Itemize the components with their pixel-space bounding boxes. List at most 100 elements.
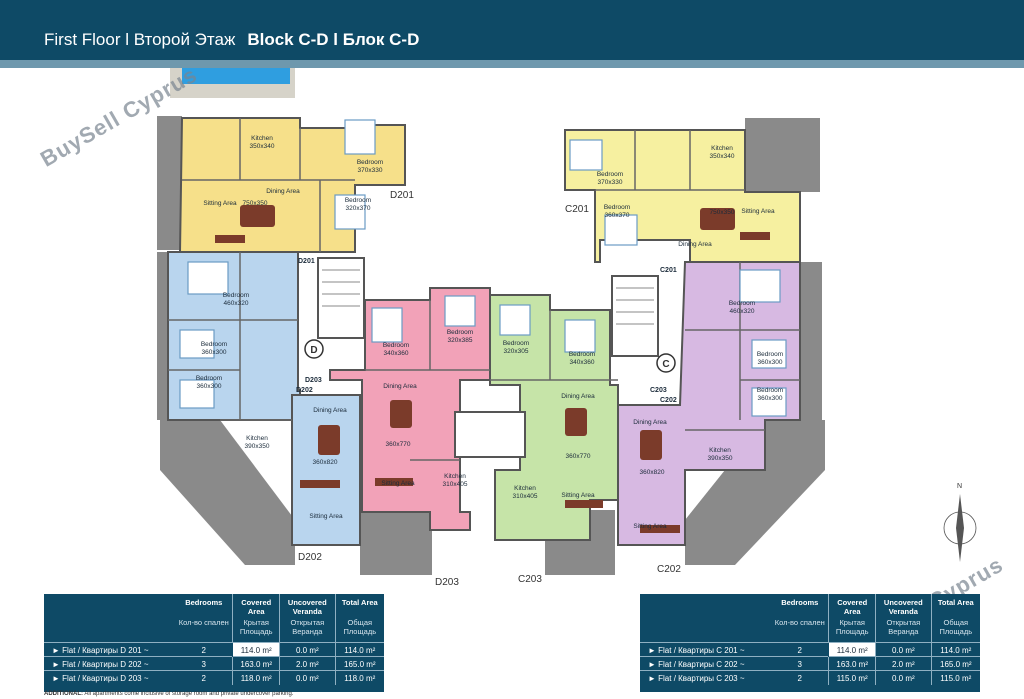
room-label: Kitchen — [246, 435, 268, 442]
room-label: Bedroom — [383, 342, 409, 349]
partitions — [168, 118, 800, 461]
room-size: 360x770 — [386, 441, 411, 448]
room-size: 360x300 — [758, 359, 783, 366]
room-size: 360x770 — [566, 453, 591, 460]
entrance-c202: C202 — [660, 397, 677, 404]
veranda-d203 — [360, 510, 432, 575]
flat-identifiers: D201 D202 D203 C201 C203 C202 — [298, 190, 681, 588]
veranda-c201-top — [745, 118, 820, 192]
col-uncovered: Uncovered Veranda — [875, 594, 932, 616]
row-uncovered: 2.0 m² — [279, 656, 336, 671]
flat-id-c201: C201 — [565, 204, 589, 215]
row-total: 114.0 m² — [334, 642, 384, 657]
room-label: Sitting Area — [203, 200, 237, 207]
room-size: 460x320 — [730, 308, 755, 315]
entrance-c201: C201 — [660, 267, 677, 274]
flat-id-c202: C202 — [657, 564, 681, 575]
room-label: Kitchen — [709, 447, 731, 454]
table-row: ► Flat / Квартиры C 201 ~ 2 114.0 m² 0.0… — [640, 642, 980, 657]
room-label: Bedroom — [757, 351, 783, 358]
area-table-block-d: Bedrooms Covered Area Uncovered Veranda … — [44, 594, 384, 692]
row-uncovered: 0.0 m² — [875, 670, 932, 685]
col-total-ru: Общая Площадь — [334, 616, 384, 643]
stair-treads — [322, 269, 654, 325]
row-bedrooms: 2 — [771, 670, 829, 685]
room-label: Bedroom — [196, 375, 222, 382]
block-title: Block C-D l Блок C-D — [247, 30, 420, 49]
room-label: Dining Area — [383, 383, 417, 390]
room-size: 360x370 — [605, 212, 630, 219]
col-total: Total Area — [334, 594, 384, 616]
row-total: 115.0 m² — [930, 670, 980, 685]
row-label: ► Flat / Квартиры C 201 ~ — [640, 642, 772, 657]
room-label: Sitting Area — [561, 492, 595, 499]
stair-core-d — [317, 257, 365, 339]
room-label: Bedroom — [223, 292, 249, 299]
col-uncovered-ru: Открытая Веранда — [279, 616, 336, 643]
footnote-label: ADDITIONAL: — [44, 691, 83, 697]
row-bedrooms: 2 — [771, 642, 829, 657]
entrance-d202: D202 — [296, 387, 313, 394]
table-row: ► Flat / Квартиры D 202 ~ 3 163.0 m² 2.0… — [44, 656, 384, 671]
col-bedrooms-ru: Кол-во спален — [178, 618, 229, 627]
flat-c202 — [617, 261, 801, 546]
room-label: Dining Area — [313, 407, 347, 414]
room-size: 320x385 — [448, 337, 473, 344]
flat-id-d201: D201 — [390, 190, 414, 201]
col-bedrooms: Bedrooms — [781, 598, 819, 607]
col-total: Total Area — [930, 594, 980, 616]
room-size: 310x405 — [443, 481, 468, 488]
table-row: ► Flat / Квартиры C 203 ~ 2 115.0 m² 0.0… — [640, 670, 980, 685]
room-size: 350x340 — [710, 153, 735, 160]
veranda-c-right — [800, 262, 822, 420]
col-covered-ru: Крытая Площадь — [828, 616, 876, 643]
room-label: Bedroom — [201, 341, 227, 348]
room-label: Bedroom — [757, 387, 783, 394]
room-label: Bedroom — [447, 329, 473, 336]
entrance-d203: D203 — [305, 377, 322, 384]
header-strip — [0, 60, 1024, 68]
header-bar — [0, 0, 1024, 60]
room-label: Dining Area — [561, 393, 595, 400]
page-title: First Floor l Второй Этаж Block C-D l Бло… — [44, 30, 419, 50]
room-size: 340x360 — [570, 359, 595, 366]
flat-id-d202: D202 — [298, 552, 322, 563]
row-bedrooms: 3 — [771, 656, 829, 671]
room-label: Sitting Area — [309, 513, 343, 520]
room-label: Bedroom — [345, 197, 371, 204]
room-label: Bedroom — [597, 171, 623, 178]
row-label: ► Flat / Квартиры D 201 ~ — [44, 642, 176, 657]
room-size: 310x405 — [513, 493, 538, 500]
north-label: N — [957, 483, 962, 490]
veranda-d-left — [157, 252, 168, 420]
room-size: 460x320 — [224, 300, 249, 307]
row-covered: 114.0 m² — [232, 642, 280, 657]
room-size: 360x820 — [640, 469, 665, 476]
pool — [182, 68, 290, 84]
room-size: 750x350 — [710, 209, 735, 216]
room-size: 340x360 — [384, 350, 409, 357]
table-row: ► Flat / Квартиры D 201 ~ 2 114.0 m² 0.0… — [44, 642, 384, 657]
col-covered-ru: Крытая Площадь — [232, 616, 280, 643]
room-label: Kitchen — [251, 135, 273, 142]
stair-letter-d: D — [310, 345, 317, 356]
room-size: 370x330 — [598, 179, 623, 186]
flat-d202-living — [291, 394, 361, 546]
room-size: 350x340 — [250, 143, 275, 150]
row-label: ► Flat / Квартиры D 202 ~ — [44, 656, 176, 671]
row-label: ► Flat / Квартиры C 203 ~ — [640, 670, 772, 685]
room-size: 320x305 — [504, 348, 529, 355]
col-bedrooms-ru: Кол-во спален — [774, 618, 825, 627]
room-label: Sitting Area — [741, 208, 775, 215]
footnote: ADDITIONAL: All apartments come inclusiv… — [44, 691, 293, 697]
room-size: 320x370 — [346, 205, 371, 212]
row-bedrooms: 2 — [175, 670, 233, 685]
floor-title: First Floor l Второй Этаж — [44, 30, 236, 49]
row-uncovered: 2.0 m² — [875, 656, 932, 671]
room-label: Dining Area — [266, 188, 300, 195]
veranda-d202 — [160, 420, 295, 565]
stair-marker-d — [304, 339, 324, 359]
row-uncovered: 0.0 m² — [875, 642, 932, 657]
room-label: Bedroom — [357, 159, 383, 166]
room-size: 390x350 — [245, 443, 270, 450]
